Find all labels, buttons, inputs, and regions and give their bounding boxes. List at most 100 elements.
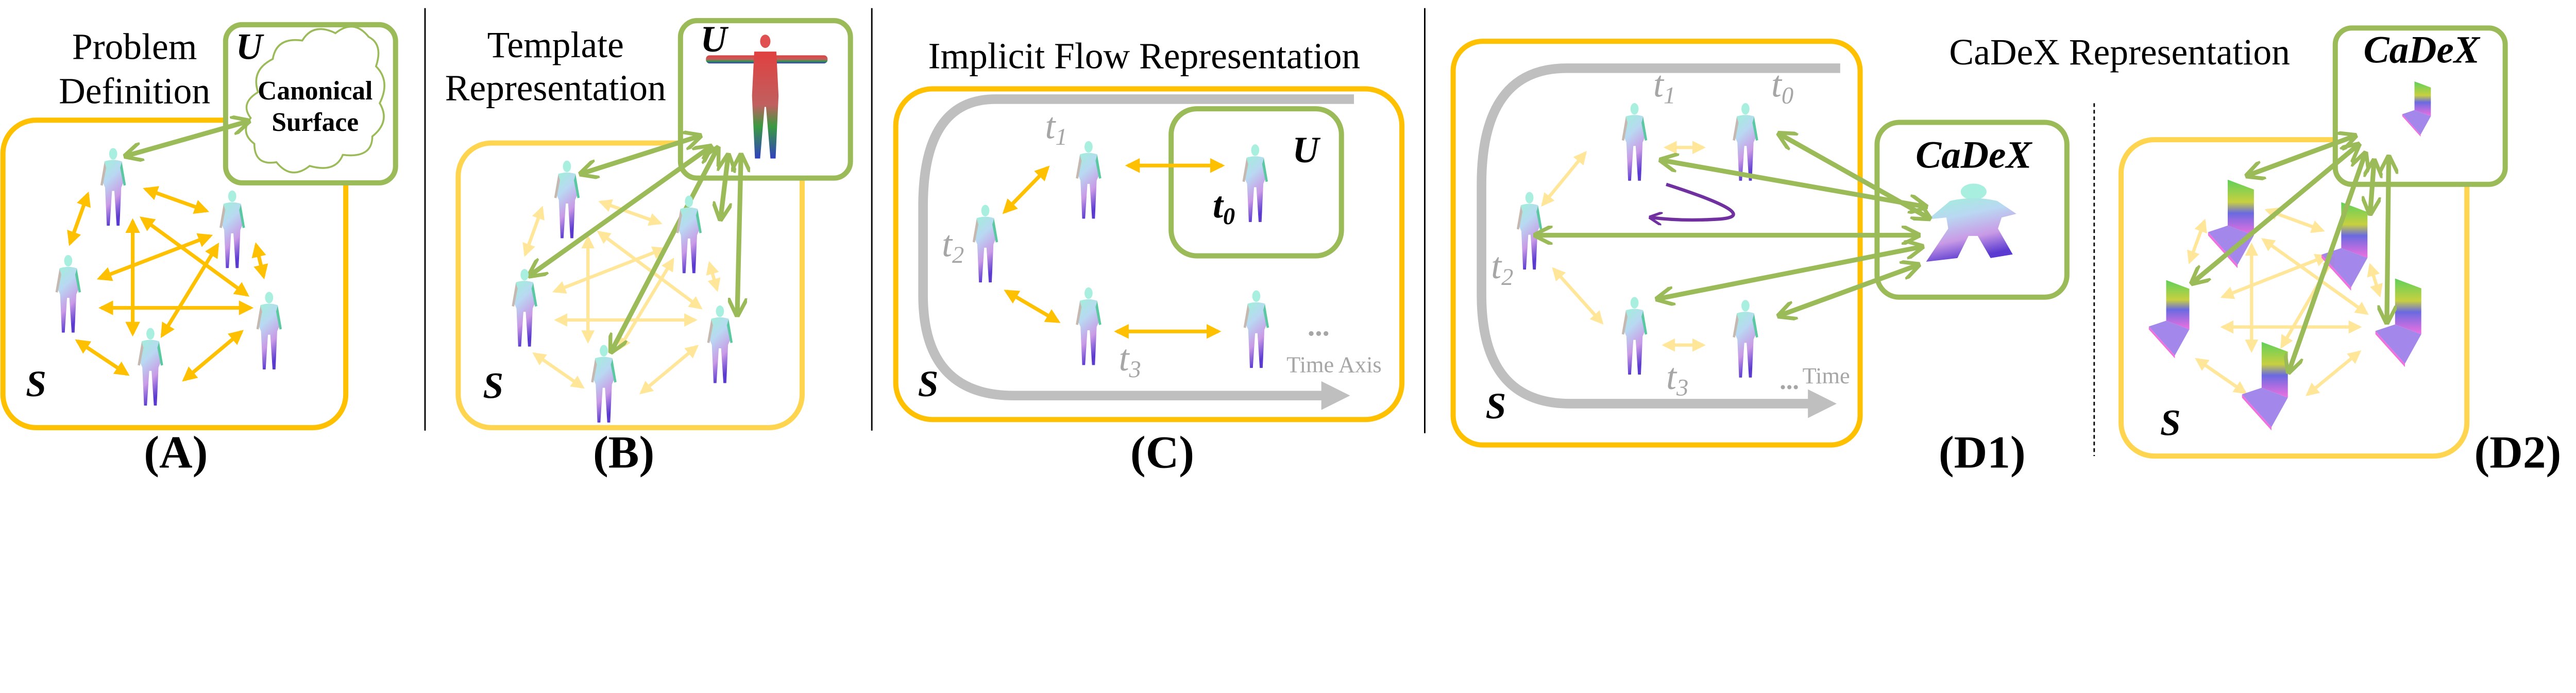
arrow: [75, 339, 130, 376]
arrow: [182, 330, 244, 382]
panel-a-title-line2: Definition: [59, 71, 210, 111]
cadex-label: CaDeX: [1916, 134, 2032, 177]
canonical-map-arrow: [1781, 265, 1917, 315]
arrow: [737, 157, 741, 313]
laptop-mesh: [2242, 342, 2288, 431]
flow-arrow: [1541, 150, 1587, 207]
panel-b-title-line1: Template: [487, 25, 624, 65]
time-axis-track: [1477, 63, 1840, 418]
time-axis-label: Time: [1803, 363, 1850, 388]
time-t0-label: t0: [1213, 185, 1235, 230]
arrow: [251, 242, 268, 280]
time-t3-label: t3: [1119, 338, 1141, 383]
canonical-frame-label: U: [1292, 130, 1320, 171]
panel-a-title-line1: Problem: [72, 26, 197, 67]
cloud-text-line2: Surface: [272, 108, 359, 137]
arrow: [618, 258, 674, 351]
canonical-map-arrow: [1781, 134, 1928, 217]
canonical-template-label: U: [700, 19, 728, 60]
human-mesh-t1: [1076, 141, 1101, 219]
panel-c: Implicit Flow Representation U t0 t1 t2 …: [893, 36, 1405, 478]
arrow: [143, 186, 210, 214]
arrow: [2195, 358, 2247, 394]
human-mesh-t4: [1243, 290, 1269, 368]
canonical-space-label: U: [236, 26, 264, 67]
arrow: [2370, 162, 2374, 212]
arrow: [2387, 159, 2389, 321]
canonical-map-arrows: [531, 137, 741, 350]
time-t2-label: t2: [942, 224, 964, 268]
human-mesh: [219, 190, 245, 268]
human-mesh: [138, 328, 163, 406]
human-mesh-t2: [972, 205, 998, 283]
cadex-figure: Problem Definition U Canonical Surface S…: [0, 8, 2561, 478]
cloud-text-line1: Canonical: [258, 76, 372, 106]
flow-arrow: [1552, 267, 1604, 325]
sequence-set-box: [455, 140, 805, 430]
time-axis-track: [918, 94, 1354, 410]
flow-arrow: [1004, 290, 1061, 324]
panel-a: Problem Definition U Canonical Surface S…: [0, 22, 398, 478]
time-t1-label: t1: [1653, 64, 1675, 109]
arrow: [706, 261, 721, 292]
set-label: S: [918, 364, 939, 404]
set-label: S: [1486, 386, 1506, 427]
sequence-set-box: [893, 86, 1405, 422]
arrow: [2289, 155, 2365, 371]
set-label: S: [2160, 402, 2181, 443]
human-mesh-t3: [1621, 297, 1648, 375]
human-mesh: [554, 160, 580, 239]
human-mesh: [512, 269, 537, 347]
panel-d-title: CaDeX Representation: [1949, 32, 2290, 73]
canonical-map-arrows: [2193, 137, 2388, 370]
arrow: [721, 157, 728, 217]
ellipsis: ...: [1780, 366, 1799, 395]
human-mesh-t0: [1733, 103, 1758, 181]
human-mesh: [591, 345, 617, 423]
time-axis-label: Time Axis: [1286, 352, 1381, 378]
t-pose-template-mesh: [706, 35, 828, 159]
panel-c-title: Implicit Flow Representation: [928, 36, 1361, 76]
arrow: [612, 149, 717, 350]
panel-label: (C): [1130, 427, 1194, 478]
arrow: [2187, 218, 2207, 264]
time-t0-label: t0: [1771, 64, 1793, 109]
set-label: S: [26, 364, 46, 404]
human-mesh-t4: [1733, 300, 1758, 378]
canonical-space-box: [223, 22, 398, 185]
panel-b-title-line2: Representation: [445, 68, 666, 109]
panel-label: (D2): [2474, 427, 2561, 478]
time-t3-label: t3: [1666, 357, 1688, 401]
human-mesh-t3: [1076, 287, 1101, 365]
laptop-mesh: [2208, 179, 2254, 268]
composed-flow-arrow: [1651, 182, 1735, 220]
panel-b: Template Representation U: [445, 18, 853, 478]
ellipsis: ...: [1308, 310, 1330, 342]
correspondence-arrows: [67, 186, 268, 382]
time-t2-label: t2: [1491, 246, 1513, 291]
arrow: [522, 206, 545, 257]
arrow: [639, 345, 699, 395]
canonical-map-arrow: [127, 122, 247, 156]
laptop-mesh: [2375, 278, 2421, 367]
laptop-mesh: [2148, 280, 2190, 359]
cloud-shape: [245, 26, 385, 174]
arrow: [532, 352, 585, 389]
panel-label: (B): [593, 427, 654, 478]
arrow: [2367, 263, 2383, 298]
human-mesh: [100, 148, 126, 226]
human-mesh: [55, 255, 81, 333]
human-mesh: [707, 305, 733, 383]
human-mesh-t1: [1621, 103, 1648, 181]
cadex-label: CaDeX: [2364, 29, 2481, 72]
panel-d2: CaDeX S (D2): [2119, 25, 2561, 478]
panel-d1: CaDeX t1 t0 t2 t3 ... Time S (D1): [1450, 39, 2070, 478]
panel-label: (A): [144, 427, 208, 478]
canonical-deformed-human-mesh: [1926, 183, 2016, 262]
panel-label: (D1): [1939, 427, 2026, 478]
human-mesh-t2: [1516, 192, 1543, 270]
human-mesh: [256, 292, 282, 370]
time-t1-label: t1: [1045, 106, 1067, 150]
arrow: [2306, 350, 2362, 396]
arrow: [67, 191, 91, 246]
